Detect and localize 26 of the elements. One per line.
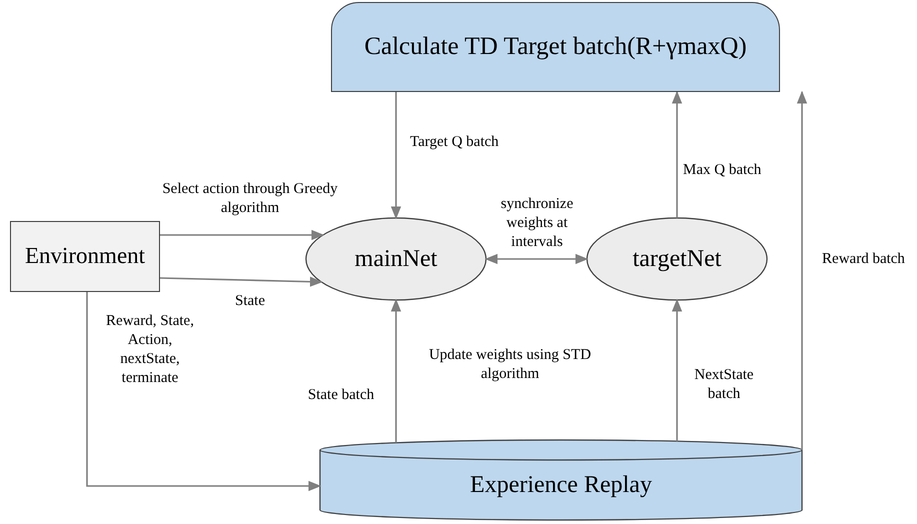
- node-label: Experience Replay: [470, 471, 652, 500]
- node-label: Calculate TD Target batch(R+γmaxQ): [364, 32, 747, 62]
- edge-label: Select action through Greedy algorithm: [161, 180, 339, 218]
- edge-label: State: [234, 292, 266, 311]
- arrow: [672, 90, 682, 218]
- node-label: mainNet: [354, 245, 438, 274]
- arrow: [160, 276, 323, 287]
- arrow: [86, 292, 322, 492]
- node-label: Environment: [24, 242, 146, 270]
- arrow: [390, 298, 402, 443]
- arrow: [672, 298, 682, 442]
- edge-label: Target Q batch: [410, 133, 500, 152]
- arrow: [484, 254, 588, 264]
- edge-label: NextState batch: [693, 366, 755, 404]
- process-box: [331, 2, 780, 92]
- entity-box: [10, 221, 160, 292]
- edge-label: synchronize weights at intervals: [500, 195, 574, 252]
- arrow: [796, 90, 808, 450]
- edge-label: Max Q batch: [683, 161, 762, 180]
- arrow: [390, 92, 402, 220]
- node-label: targetNet: [632, 245, 722, 274]
- edge-label: Reward, State, Action, nextState, terminate: [105, 312, 195, 388]
- arrow: [160, 230, 324, 240]
- edge-label: Reward batch: [821, 250, 906, 269]
- note-text: Update weights using STD algorithm: [428, 346, 592, 384]
- edge-label: State batch: [306, 386, 376, 405]
